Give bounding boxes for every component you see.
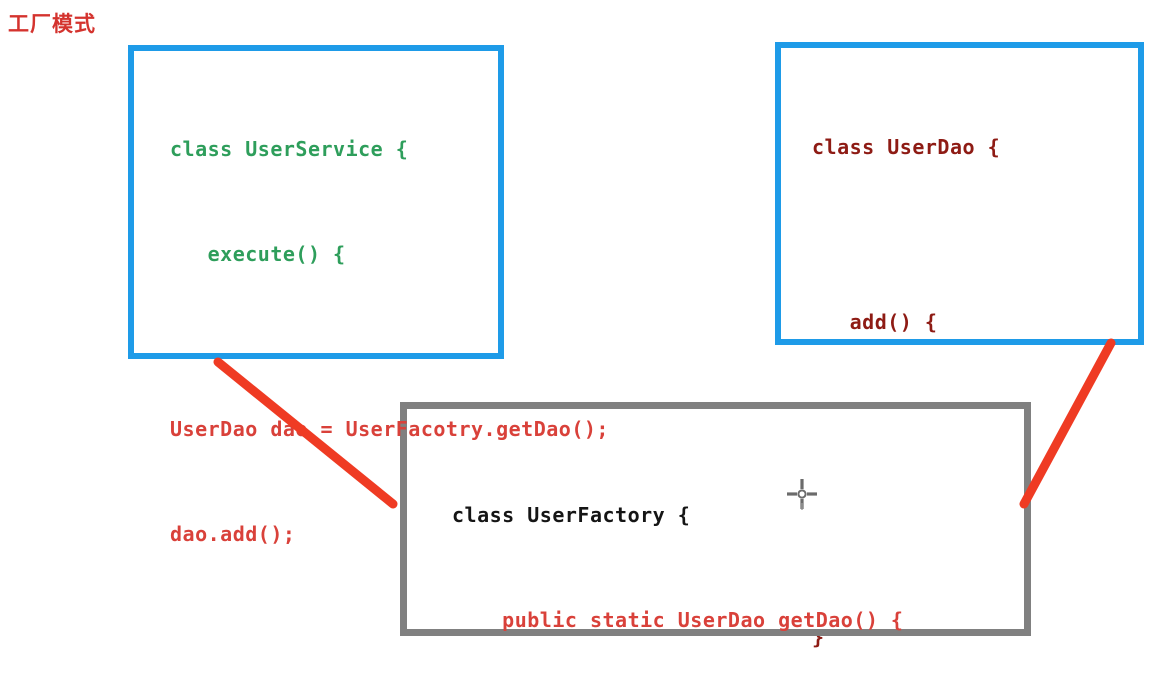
code-box-userfactory: [400, 402, 1031, 636]
code-line: execute() {: [170, 242, 346, 266]
code-block-userfactory: class UserFactory { public static UserDa…: [452, 428, 903, 673]
code-box-userdao: [775, 42, 1144, 345]
code-block-userservice: class UserService { execute() { UserDao …: [170, 62, 609, 673]
code-line: class UserDao {: [812, 135, 1001, 159]
code-line: class UserFactory {: [452, 503, 691, 527]
code-line: UserDao dao = UserFacotry.getDao();: [170, 417, 609, 441]
page-title: 工厂模式: [8, 12, 96, 36]
connector-line-userdao-userfactory: [1019, 338, 1116, 509]
code-line: add() {: [812, 310, 938, 334]
code-box-userservice: [128, 45, 504, 359]
code-line: dao.add();: [170, 522, 296, 546]
code-line: class UserService {: [170, 137, 409, 161]
code-line: public static UserDao getDao() {: [452, 608, 904, 632]
